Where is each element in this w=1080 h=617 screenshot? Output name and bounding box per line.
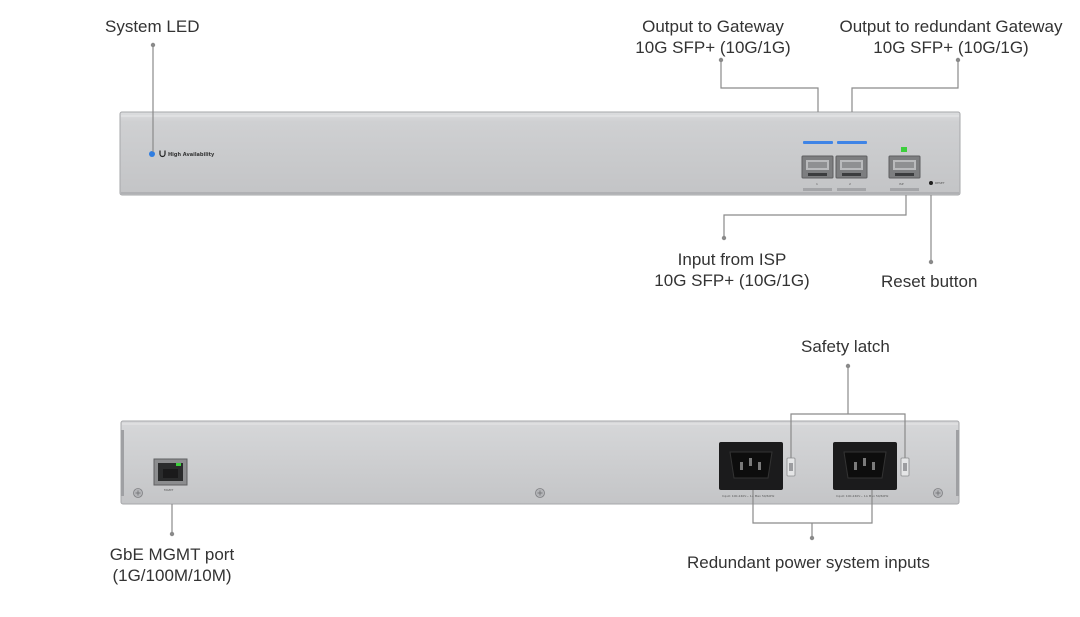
label-safety-latch: Safety latch bbox=[801, 337, 890, 356]
front-callout-dots bbox=[150, 42, 961, 265]
rear-callouts bbox=[171, 366, 906, 538]
rear-callout-dots bbox=[169, 363, 851, 541]
label-input-isp-spec: 10G SFP+ (10G/1G) bbox=[654, 271, 810, 290]
screw-icon bbox=[133, 488, 943, 498]
label-output-redundant-gateway: Output to redundant Gateway 10G SFP+ (10… bbox=[826, 16, 1076, 58]
label-reset-button: Reset button bbox=[881, 272, 978, 291]
sfp-port-isp[interactable]: ISP bbox=[888, 147, 921, 191]
safety-latch-2[interactable] bbox=[900, 457, 910, 477]
rear-panel: MGMT Input: 100-240V~ 1A Max 50/60Hz bbox=[120, 420, 960, 505]
power-inlet-2[interactable] bbox=[833, 442, 897, 490]
front-callouts bbox=[152, 45, 959, 262]
front-brand-text: High Availability bbox=[168, 152, 215, 158]
rear-mgmt-label: MGMT bbox=[164, 488, 174, 492]
front-port-1-label: 1 bbox=[816, 182, 818, 186]
sfp-port-2[interactable]: 2 bbox=[835, 141, 868, 191]
front-reset-label: RESET bbox=[935, 181, 945, 185]
label-mgmt-title: GbE MGMT port bbox=[109, 545, 235, 564]
rear-power-1-label: Input: 100-240V~ 1A Max 50/60Hz bbox=[722, 494, 775, 498]
label-system-led: System LED bbox=[105, 17, 200, 36]
label-mgmt-spec: (1G/100M/10M) bbox=[112, 566, 232, 585]
label-output-redundant-title: Output to redundant Gateway bbox=[839, 17, 1063, 36]
reset-button[interactable] bbox=[929, 181, 933, 185]
label-output-gateway: Output to Gateway 10G SFP+ (10G/1G) bbox=[611, 16, 815, 58]
label-input-isp: Input from ISP 10G SFP+ (10G/1G) bbox=[632, 249, 832, 291]
sfp-port-1[interactable]: 1 bbox=[801, 141, 834, 191]
mgmt-port[interactable] bbox=[153, 458, 188, 486]
label-input-isp-title: Input from ISP bbox=[677, 250, 787, 269]
front-port-2-label: 2 bbox=[849, 182, 851, 186]
label-power-inputs: Redundant power system inputs bbox=[687, 553, 930, 572]
label-output-gateway-title: Output to Gateway bbox=[642, 17, 784, 36]
system-led-indicator bbox=[149, 151, 155, 157]
rear-power-2-label: Input: 100-240V~ 1A Max 50/60Hz bbox=[836, 494, 889, 498]
label-output-redundant-spec: 10G SFP+ (10G/1G) bbox=[873, 38, 1029, 57]
safety-latch-1[interactable] bbox=[786, 457, 796, 477]
label-mgmt-port: GbE MGMT port (1G/100M/10M) bbox=[92, 544, 252, 586]
front-panel: High Availability 1 2 bbox=[119, 111, 961, 196]
brand-logo-icon bbox=[159, 150, 166, 158]
front-port-isp-label: ISP bbox=[899, 182, 904, 186]
label-output-gateway-spec: 10G SFP+ (10G/1G) bbox=[635, 38, 791, 57]
power-inlet-1[interactable] bbox=[719, 442, 783, 490]
